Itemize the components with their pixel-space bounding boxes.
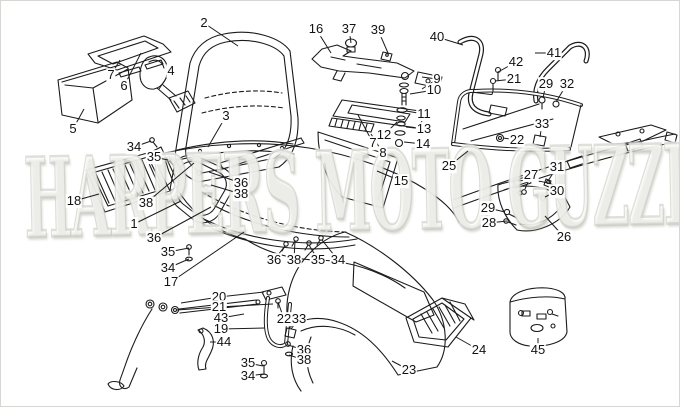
part-number-callout: 42: [507, 54, 525, 70]
part-number-callout: 27: [522, 167, 540, 183]
part-number-callout: 38: [232, 186, 250, 202]
part-number-callout: 26: [555, 229, 573, 245]
part-number-callout: 13: [415, 121, 433, 137]
part-number-callout: 23: [400, 362, 418, 378]
part-number-callout: 22: [508, 132, 526, 148]
part-number-callout: 29: [479, 200, 497, 216]
part-number-callout: 19: [212, 321, 230, 337]
part-number-callout: 39: [369, 22, 387, 38]
part-number-callout: 21: [210, 299, 228, 315]
part-number-callout: 34: [329, 252, 347, 268]
part-number-callout: 25: [440, 158, 458, 174]
part-number-callout: 44: [215, 334, 233, 350]
part-number-callout: 36: [145, 230, 163, 246]
part-number-callout: 33: [290, 311, 308, 327]
part-number-callout: 7: [106, 67, 116, 83]
part-number-callout: 3: [221, 108, 231, 124]
part-number-callout: 12: [375, 127, 393, 143]
part-number-callout: 38: [137, 195, 155, 211]
part-number-callout: 40: [428, 29, 446, 45]
part-number-callout: 41: [545, 45, 563, 61]
part-number-callout: 21: [505, 71, 523, 87]
part-number-callout: 1: [129, 216, 139, 232]
part-number-callout: 34: [159, 260, 177, 276]
part-number-callout: 35: [239, 355, 257, 371]
part-number-callout: 29: [537, 76, 555, 92]
part-number-callout: 35: [159, 244, 177, 260]
part-number-callout: 10: [425, 82, 443, 98]
part-number-callout: 33: [533, 116, 551, 132]
part-number-callout: 45: [529, 342, 547, 358]
part-number-callout: 14: [414, 136, 432, 152]
part-number-callout: 43: [212, 310, 230, 326]
part-number-callout: 34: [239, 368, 257, 384]
part-number-callout: 15: [392, 173, 410, 189]
part-number-callout: 38: [295, 352, 313, 368]
part-number-callout: 11: [416, 106, 432, 122]
part-number-callout: 35: [309, 252, 327, 268]
part-number-callout: 16: [307, 21, 325, 37]
part-number-callout: 4: [166, 63, 176, 79]
part-number-callout: 7: [368, 135, 378, 151]
part-number-callout: 34: [125, 139, 143, 155]
part-number-callout: 36: [232, 175, 250, 191]
part-number-callout: 22: [275, 311, 293, 327]
part-number-callout: 2: [199, 15, 209, 31]
part-number-callout: 36: [265, 252, 283, 268]
part-number-callout: 35: [145, 149, 163, 165]
part-number-callout: 31: [548, 159, 566, 175]
part-number-callout: 37: [340, 21, 358, 37]
part-number-callout: 38: [285, 252, 303, 268]
part-number-callout: 24: [470, 342, 488, 358]
part-number-callout: 6: [119, 78, 129, 94]
part-number-callout: 5: [68, 121, 78, 137]
part-number-callout: 8: [378, 145, 388, 161]
part-number-callout: 28: [480, 215, 498, 231]
part-number-callout: 17: [162, 274, 180, 290]
part-number-callout: 30: [548, 183, 566, 199]
part-number-callout: 32: [558, 76, 576, 92]
part-number-callout: 18: [65, 193, 83, 209]
part-number-callout: 9: [432, 71, 442, 87]
